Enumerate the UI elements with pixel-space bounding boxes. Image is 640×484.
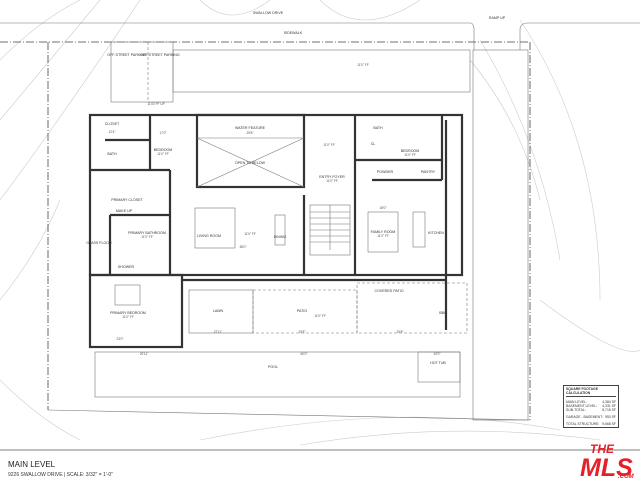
plan-subtitle: 9226 SWALLOW DRIVE | SCALE: 3/32" = 1'-0… [8, 472, 113, 478]
room-patio: PATIO [297, 309, 307, 313]
bed [114, 284, 141, 306]
sidewalk-label: SIDEWALK [284, 31, 303, 35]
svg-text:MLS: MLS [580, 454, 633, 482]
sf-row: GARAGE - BASEMENT:953 SF [566, 415, 616, 419]
dim-patio: 25'8" [298, 330, 305, 334]
svg-text:.COM: .COM [618, 474, 634, 480]
dim-living: 38'0" [239, 245, 246, 249]
sf-row: BASEMENT LEVEL: 4,331 SF [566, 404, 616, 408]
room-bath-left: BATH [107, 152, 117, 156]
dim-covered: 29'8" [396, 330, 403, 334]
room-water-feature: WATER FEATURE [235, 126, 266, 130]
primary-bedroom-ff: 11'0" FF [122, 315, 134, 319]
sf-value: 4,384 SF [602, 400, 616, 404]
room-bath-right: BATH [373, 126, 383, 130]
stairs [309, 204, 351, 256]
sf-row: SUB-TOTAL: 8,715 SF [566, 408, 616, 412]
pool [94, 351, 461, 398]
dim-family: 18'0" [379, 206, 386, 210]
sf-value: 953 SF [605, 415, 616, 419]
living-ff: 11'0" FF [244, 232, 256, 236]
dim-closet: 12'4" [108, 130, 115, 134]
sf-label: BASEMENT LEVEL: [566, 404, 598, 408]
parking-label-1: OFF-STREET PARKING [107, 53, 147, 57]
parking-label-2: OFF-STREET PARKING [140, 53, 180, 57]
room-pantry: PANTRY [421, 170, 436, 174]
entry-foyer-ff: 11'0" FF [326, 179, 338, 183]
room-kitchen: KITCHEN [428, 231, 444, 235]
sofa [194, 207, 236, 249]
walls [88, 113, 464, 349]
room-primary-bedroom: PRIMARY BEDROOM [110, 311, 146, 315]
room-family: FAMILY ROOM [371, 230, 396, 234]
room-hot-tub: HOT TUB [430, 361, 446, 365]
dim-hot-tub: 10'0" [433, 352, 440, 356]
entry-ff: 11'0" FF [323, 143, 335, 147]
room-pool: POOL [268, 365, 278, 369]
svg-text:THE: THE [590, 442, 615, 456]
bbq: BBQ [439, 311, 447, 315]
room-bedroom-right: BEDROOM [401, 149, 420, 153]
street-label: SWALLOW DRIVE [253, 11, 284, 15]
room-covered-patio: COVERED PATIO [374, 289, 403, 293]
street-curb [0, 22, 475, 50]
plan-title: MAIN LEVEL [8, 460, 56, 469]
room-shower: SHOWER [118, 265, 135, 269]
dim-primary-bedroom: 23'0" [116, 337, 123, 341]
sf-value: 8,715 SF [602, 408, 616, 412]
patio-ff: 11'0" FF [314, 314, 326, 318]
open-to-below: OPEN TO BELOW [235, 161, 266, 165]
room-glass-floor: GLASS FLOOR [86, 241, 112, 245]
bedroom-right-ff: 11'0" FF [404, 153, 416, 157]
dim-pool: 60'0" [300, 352, 307, 356]
primary-bathroom-ff: 11'0" FF [141, 235, 153, 239]
sf-value: 9,668 SF [602, 422, 616, 426]
hot-tub [417, 351, 461, 383]
room-primary-bathroom: PRIMARY BATHROOM [128, 231, 166, 235]
room-closet: CLOSET [105, 122, 120, 126]
topography-lines [0, 0, 640, 446]
room-entry-foyer: ENTRY FOYER [319, 175, 345, 179]
dim-site-ff: 11'0" FF [357, 63, 369, 67]
sf-value: 4,331 SF [602, 404, 616, 408]
room-make-up: MAKE UP [116, 209, 133, 213]
sf-label: TOTAL STRUCTURE: [566, 422, 600, 426]
street-curb-right [519, 22, 640, 50]
mls-logo: THE MLS .COM [580, 442, 634, 482]
sf-row: TOTAL STRUCTURE:9,668 SF [566, 422, 616, 426]
dim-pool-left: 20'11" [140, 352, 149, 356]
room-primary-closet: PRIMARY CLOSET [111, 198, 143, 202]
bedroom-left-ff: 11'0" FF [157, 152, 169, 156]
room-dining: DINING [274, 235, 287, 239]
ramp-label: RAMP UP [489, 16, 506, 20]
dim-top-ff: 11'00 FF UP [147, 102, 165, 106]
dim-water: 25'8" [246, 131, 253, 135]
sf-heading: SQUARE FOOTAGE CALCULATION [566, 387, 616, 397]
room-powder: POWDER [377, 170, 394, 174]
sf-label: MAIN LEVEL: [566, 400, 587, 404]
sf-label: SUB-TOTAL: [566, 408, 586, 412]
sf-row: MAIN LEVEL: 4,384 SF [566, 400, 616, 404]
room-bedroom-left: BEDROOM [154, 148, 173, 152]
dining-table [274, 214, 286, 246]
dim-lawn: 27'11" [214, 330, 223, 334]
dim-bedroom: 17'0" [159, 131, 166, 135]
family-ff: 11'0" FF [377, 234, 389, 238]
room-living: LIVING ROOM [197, 234, 221, 238]
square-footage-table: SQUARE FOOTAGE CALCULATION MAIN LEVEL: 4,… [563, 385, 619, 428]
room-lawn: LAWN [213, 309, 224, 313]
room-cl: CL [371, 142, 376, 146]
kitchen-island [412, 211, 426, 248]
sf-label: GARAGE - BASEMENT: [566, 415, 603, 419]
family-sofa [367, 211, 399, 253]
